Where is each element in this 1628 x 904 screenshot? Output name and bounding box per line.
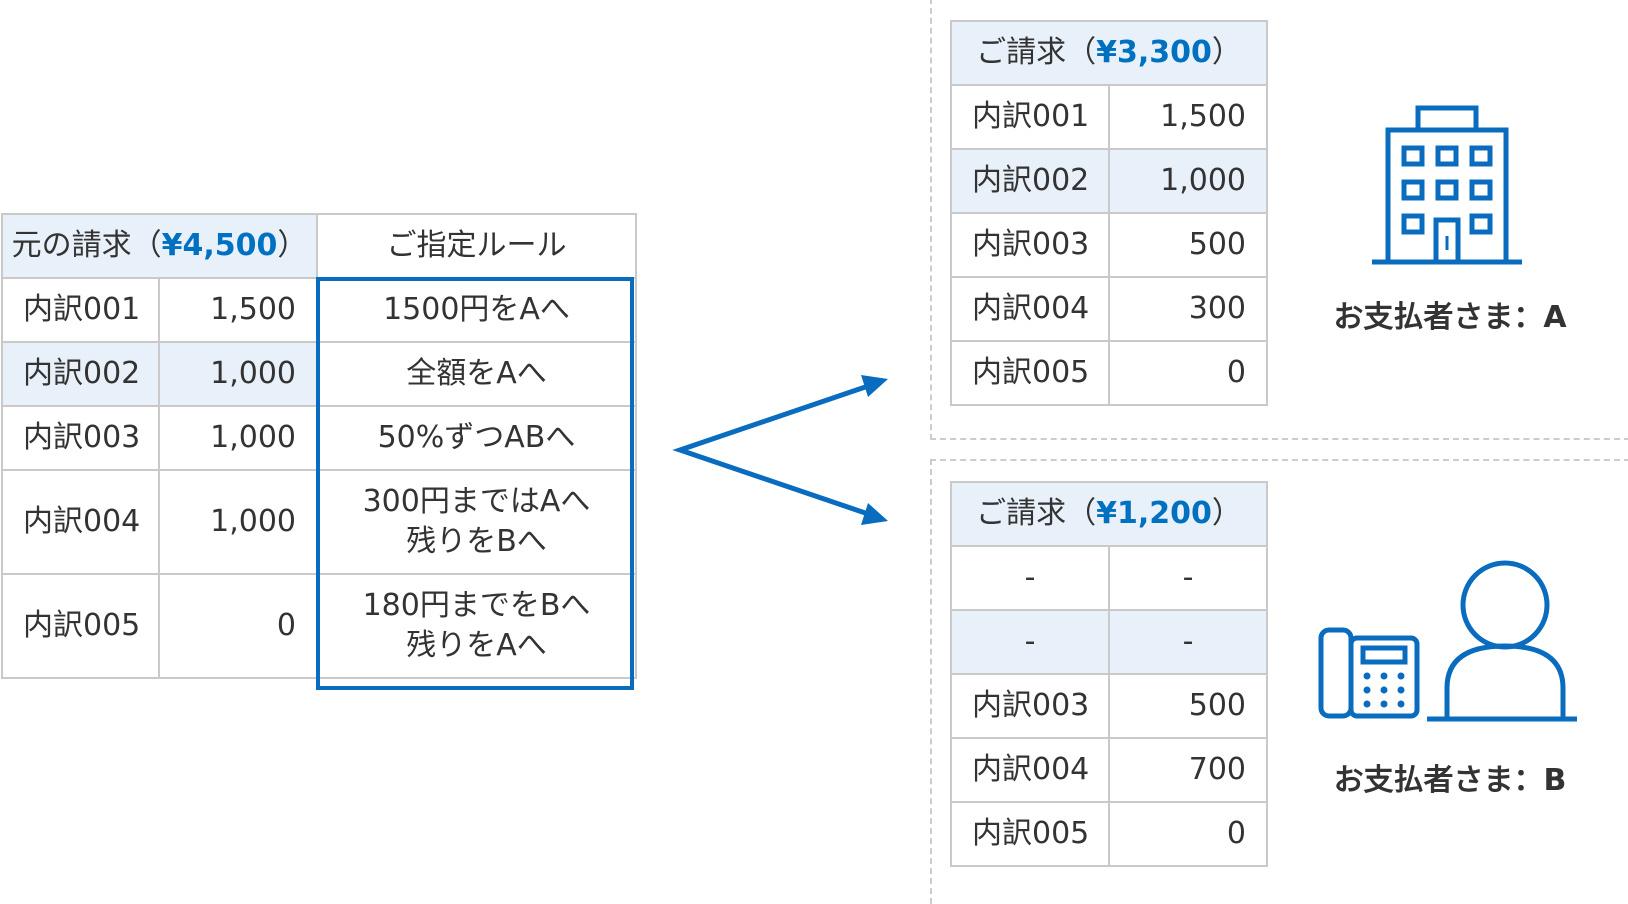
item-value: 1,500: [1108, 84, 1268, 150]
item-value: 1,500: [158, 277, 318, 343]
table-row: 内訳001 1,500 1500円をAへ: [1, 277, 637, 343]
item-value: 300: [1108, 276, 1268, 342]
item-label: 内訳002: [950, 148, 1110, 214]
item-label: 内訳005: [950, 801, 1110, 867]
item-rule: 全額をAへ: [316, 341, 637, 407]
table-row: 内訳002 1,000 全額をAへ: [1, 341, 637, 407]
table-row: - -: [950, 545, 1268, 611]
item-label: -: [950, 545, 1110, 611]
item-value: 1,000: [158, 341, 318, 407]
item-value: 700: [1108, 737, 1268, 803]
original-bill-header: 元の請求（¥4,500）: [1, 213, 318, 279]
payer-b-bill-header: ご請求（¥1,200）: [950, 481, 1268, 547]
original-total-amount: ¥4,500: [161, 228, 278, 263]
original-header-text: 元の請求（: [11, 228, 162, 263]
split-arrows-icon: [672, 375, 888, 525]
item-label: 内訳001: [950, 84, 1110, 150]
person-with-phone-icon: [1318, 560, 1577, 722]
payer-b-panel: [930, 459, 1628, 904]
item-rule: 50%ずつABへ: [316, 405, 637, 471]
payer-a-panel: [930, 0, 1628, 440]
item-value: -: [1108, 609, 1268, 675]
item-label: 内訳003: [950, 673, 1110, 739]
payer-a-label: お支払者さま：A: [1333, 300, 1567, 335]
item-label: 内訳005: [1, 573, 160, 679]
item-label: 内訳003: [950, 212, 1110, 278]
table-row: 内訳003 500: [950, 673, 1268, 739]
item-label: 内訳004: [1, 469, 160, 575]
table-row: 内訳002 1,000: [950, 148, 1268, 214]
table-row: 内訳003 500: [950, 212, 1268, 278]
item-label: 内訳004: [950, 737, 1110, 803]
rules-header: ご指定ルール: [316, 213, 637, 279]
item-value: 1,000: [1108, 148, 1268, 214]
item-label: 内訳001: [1, 277, 160, 343]
item-value: 0: [1108, 340, 1268, 406]
original-bill-table: 元の請求（¥4,500） ご指定ルール 内訳001 1,500 1500円をAへ…: [1, 213, 637, 679]
item-label: 内訳003: [1, 405, 160, 471]
payer-a-bill-header: ご請求（¥3,300）: [950, 20, 1268, 86]
payer-b-bill-table: ご請求（¥1,200） - - - - 内訳003 500 内訳004 700 …: [950, 481, 1268, 867]
table-row: 内訳004 1,000 300円まではAへ残りをBへ: [1, 469, 637, 575]
item-rule: 1500円をAへ: [316, 277, 637, 343]
item-value: 0: [158, 573, 318, 679]
table-row: 内訳004 700: [950, 737, 1268, 803]
payer-b-label: お支払者さま：B: [1333, 763, 1567, 798]
table-row: 内訳005 0: [950, 801, 1268, 867]
payer-a-total-amount: ¥3,300: [1096, 35, 1212, 70]
item-rule: 300円まではAへ残りをBへ: [316, 469, 637, 575]
table-row: 内訳005 0: [950, 340, 1268, 406]
item-value: 500: [1108, 673, 1268, 739]
item-label: -: [950, 609, 1110, 675]
item-rule: 180円までをBへ残りをAへ: [316, 573, 637, 679]
table-row: 内訳003 1,000 50%ずつABへ: [1, 405, 637, 471]
payer-b-total-amount: ¥1,200: [1096, 496, 1212, 531]
table-row: 内訳005 0 180円までをBへ残りをAへ: [1, 573, 637, 679]
item-value: -: [1108, 545, 1268, 611]
item-value: 500: [1108, 212, 1268, 278]
item-label: 内訳004: [950, 276, 1110, 342]
item-label: 内訳002: [1, 341, 160, 407]
payer-a-bill-table: ご請求（¥3,300） 内訳001 1,500 内訳002 1,000 内訳00…: [950, 20, 1268, 406]
table-row: 内訳004 300: [950, 276, 1268, 342]
table-row: 内訳001 1,500: [950, 84, 1268, 150]
item-value: 1,000: [158, 405, 318, 471]
building-icon: [1372, 105, 1522, 265]
item-value: 0: [1108, 801, 1268, 867]
table-row: - -: [950, 609, 1268, 675]
item-label: 内訳005: [950, 340, 1110, 406]
item-value: 1,000: [158, 469, 318, 575]
